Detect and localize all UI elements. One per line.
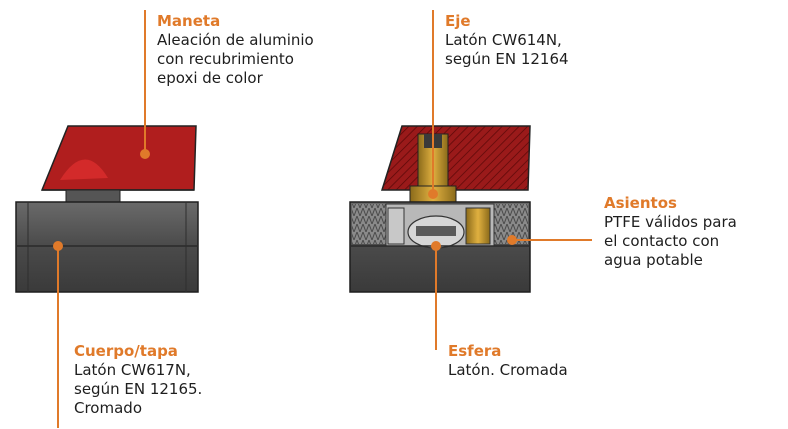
label-eje-title: Eje bbox=[445, 12, 471, 30]
label-eje-line-1: Latón CW614N, bbox=[445, 31, 562, 49]
label-maneta-line-3: epoxi de color bbox=[157, 69, 263, 87]
label-maneta-line-1: Aleación de aluminio bbox=[157, 31, 314, 49]
handle-cutaway bbox=[380, 125, 531, 191]
callout-dot-esfera bbox=[431, 241, 441, 251]
callout-dot-asientos bbox=[507, 235, 517, 245]
label-maneta-line-2: con recubrimiento bbox=[157, 50, 294, 68]
handle-exterior bbox=[40, 125, 197, 191]
stem-exterior bbox=[65, 189, 121, 203]
body-exterior bbox=[15, 201, 199, 293]
label-asientos-title: Asientos bbox=[604, 194, 677, 212]
label-eje-line-2: según EN 12164 bbox=[445, 50, 569, 68]
label-asientos-line-2: el contacto con bbox=[604, 232, 720, 250]
label-asientos: Asientos PTFE válidos para el contacto c… bbox=[604, 194, 737, 270]
callout-dot-maneta bbox=[140, 149, 150, 159]
label-esfera: Esfera Latón. Cromada bbox=[448, 342, 568, 380]
label-asientos-line-1: PTFE válidos para bbox=[604, 213, 737, 231]
callouts bbox=[53, 10, 592, 428]
label-esfera-line-1: Latón. Cromada bbox=[448, 361, 568, 379]
label-esfera-title: Esfera bbox=[448, 342, 502, 360]
valve-exterior bbox=[15, 125, 199, 293]
label-maneta-title: Maneta bbox=[157, 12, 221, 30]
label-cuerpo: Cuerpo/tapa Latón CW617N, según EN 12165… bbox=[74, 342, 202, 418]
label-cuerpo-line-2: según EN 12165. bbox=[74, 380, 203, 398]
callout-dot-cuerpo bbox=[53, 241, 63, 251]
label-cuerpo-line-1: Latón CW617N, bbox=[74, 361, 191, 379]
seat-cutaway bbox=[465, 207, 491, 245]
callout-dot-eje bbox=[428, 189, 438, 199]
label-maneta: Maneta Aleación de aluminio con recubrim… bbox=[157, 12, 314, 88]
label-eje: Eje Latón CW614N, según EN 12164 bbox=[445, 12, 569, 69]
label-cuerpo-line-3: Cromado bbox=[74, 399, 142, 417]
label-cuerpo-title: Cuerpo/tapa bbox=[74, 342, 178, 360]
label-asientos-line-3: agua potable bbox=[604, 251, 703, 269]
valve-cutaway bbox=[349, 125, 531, 293]
